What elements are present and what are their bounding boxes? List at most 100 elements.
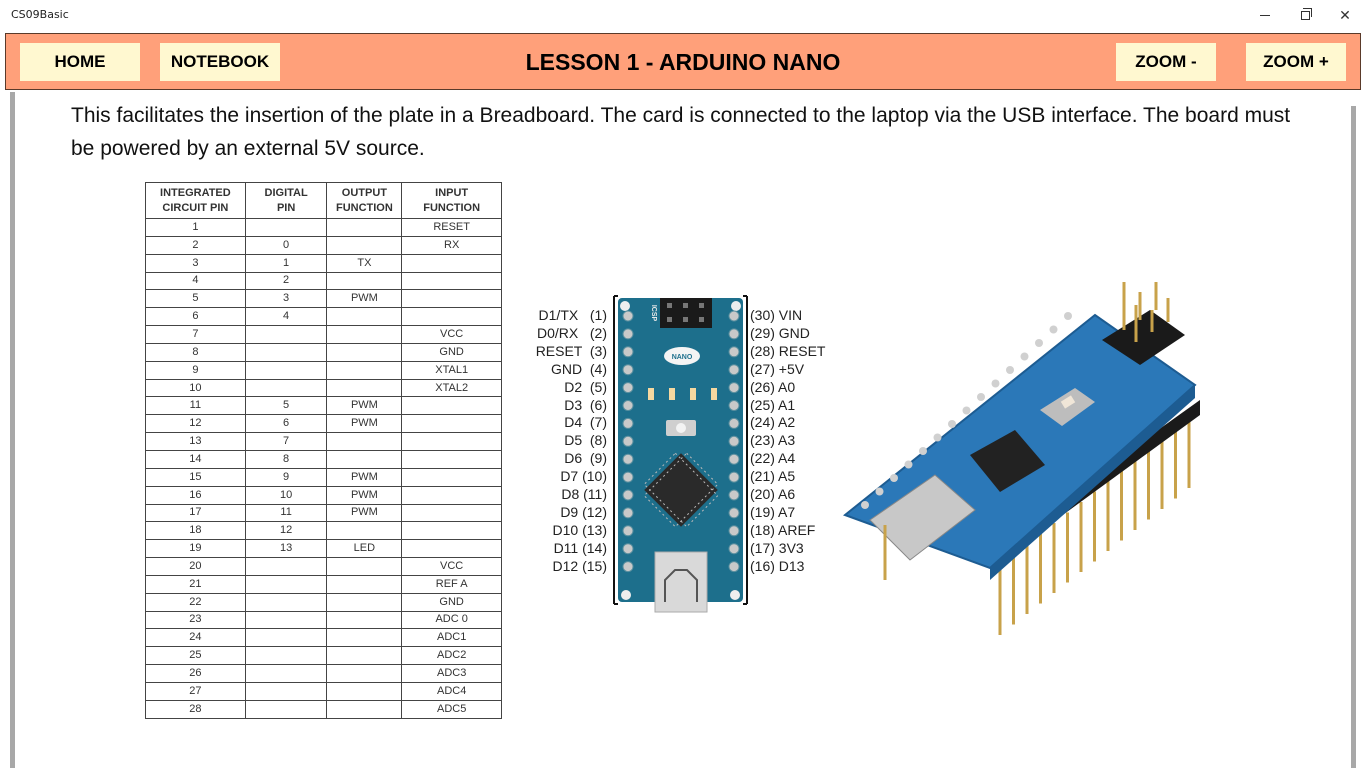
photo-chip: [970, 430, 1045, 492]
output-function-cell: [326, 342, 403, 362]
ic-pin-cell: 7: [145, 325, 246, 344]
ic-pin-cell: 3: [145, 253, 246, 273]
ic-pin-cell: 20: [145, 557, 246, 576]
ic-pin-cell: 26: [145, 664, 246, 683]
digital-pin-cell: [244, 342, 328, 362]
digital-pin-cell: 1: [244, 253, 328, 273]
pin-label-right: (20) A6: [750, 486, 796, 502]
pin-label-right: (23) A3: [750, 432, 796, 449]
photo-pin-hole: [861, 501, 869, 509]
notebook-button[interactable]: NOTEBOOK: [160, 43, 280, 81]
digital-pin-cell: [244, 610, 328, 630]
nano-photo-drawing: [842, 282, 1200, 635]
ic-pin-cell: 10: [145, 378, 246, 398]
lesson-paragraph: This facilitates the insertion of the pl…: [71, 104, 1291, 160]
ic-pin-cell: 14: [145, 449, 246, 469]
pin-label-right: (24) A2: [750, 414, 796, 431]
pin-label-left: GND (4): [551, 360, 607, 377]
pin-label-right: (21) A5: [750, 468, 796, 485]
lesson-header: HOME NOTEBOOK LESSON 1 - ARDUINO NANO ZO…: [5, 33, 1361, 90]
digital-pin-cell: [244, 592, 328, 612]
digital-pin-cell: 0: [244, 235, 328, 255]
restore-button[interactable]: [1285, 4, 1325, 26]
input-function-cell: [401, 396, 502, 416]
ic-pin-cell: 15: [145, 467, 246, 487]
input-function-cell: [401, 289, 502, 309]
ic-pin-cell: 12: [145, 414, 246, 434]
output-function-cell: [326, 307, 403, 327]
digital-pin-cell: 6: [244, 414, 328, 434]
pin-label-left: D1/TX (1): [538, 307, 607, 323]
output-function-cell: PWM: [326, 396, 403, 416]
photo-pin-hole: [948, 420, 956, 428]
digital-pin-cell: 2: [244, 271, 328, 291]
ic-pin-cell: 24: [145, 628, 246, 648]
input-function-cell: GND: [401, 342, 502, 362]
output-function-cell: [326, 218, 403, 237]
header-pin: [622, 471, 634, 483]
output-function-cell: [326, 610, 403, 630]
header-pin: [728, 435, 740, 447]
output-function-cell: [326, 378, 403, 398]
input-function-cell: XTAL1: [401, 360, 502, 380]
header-pin: [728, 382, 740, 394]
close-button[interactable]: ✕: [1325, 4, 1365, 26]
digital-pin-cell: 13: [244, 539, 328, 559]
pin-label-right: (16) D13: [750, 557, 805, 574]
header-pin: [622, 435, 634, 447]
header-pin: [622, 364, 634, 376]
input-function-cell: [401, 414, 502, 434]
pin-label-left: D8 (11): [561, 486, 607, 502]
ic-pin-cell: 1: [145, 218, 246, 237]
minimize-button[interactable]: [1245, 4, 1285, 26]
home-button[interactable]: HOME: [20, 43, 140, 81]
output-function-cell: PWM: [326, 467, 403, 487]
pin-label-left: D11 (14): [553, 539, 607, 556]
output-function-cell: [326, 664, 403, 683]
nano-board-photo: [840, 270, 1230, 650]
input-function-cell: RESET: [401, 218, 502, 237]
table-row: 26 ADC3: [145, 664, 502, 683]
input-function-cell: ADC3: [401, 664, 502, 683]
digital-pin-cell: [244, 378, 328, 398]
photo-pin-hole: [962, 406, 971, 415]
photo-usb-connector: [869, 474, 976, 561]
digital-pin-cell: 4: [244, 307, 328, 327]
header-pin: [728, 507, 740, 519]
pin-label-right: (29) GND: [750, 324, 810, 341]
input-function-cell: [401, 253, 502, 273]
input-function-cell: ADC1: [401, 628, 502, 648]
digital-pin-cell: [244, 646, 328, 666]
output-function-cell: [326, 235, 403, 255]
digital-pin-cell: [244, 664, 328, 683]
output-function-cell: [326, 449, 403, 469]
pcb-board: [618, 298, 743, 602]
input-function-cell: RX: [401, 235, 502, 255]
pin-label-left: D2 (5): [564, 378, 607, 395]
output-function-cell: [326, 681, 403, 701]
pin-label-left: D9 (12): [560, 503, 607, 520]
pin-label-right: (25) A1: [750, 396, 796, 413]
pin-label-left: D5 (8): [564, 432, 607, 449]
photo-pin-hole: [933, 433, 942, 442]
content-scrollbar[interactable]: [1351, 106, 1356, 768]
input-function-cell: ADC2: [401, 646, 502, 666]
header-pin: [728, 328, 740, 340]
zoom-in-button[interactable]: ZOOM +: [1246, 43, 1346, 81]
ic-pin-cell: 11: [145, 396, 246, 416]
pin-label-left: D7 (10): [560, 468, 607, 485]
zoom-out-button[interactable]: ZOOM -: [1116, 43, 1216, 81]
header-pin: [622, 453, 634, 465]
header-pin: [728, 489, 740, 501]
input-function-cell: GND: [401, 592, 502, 612]
